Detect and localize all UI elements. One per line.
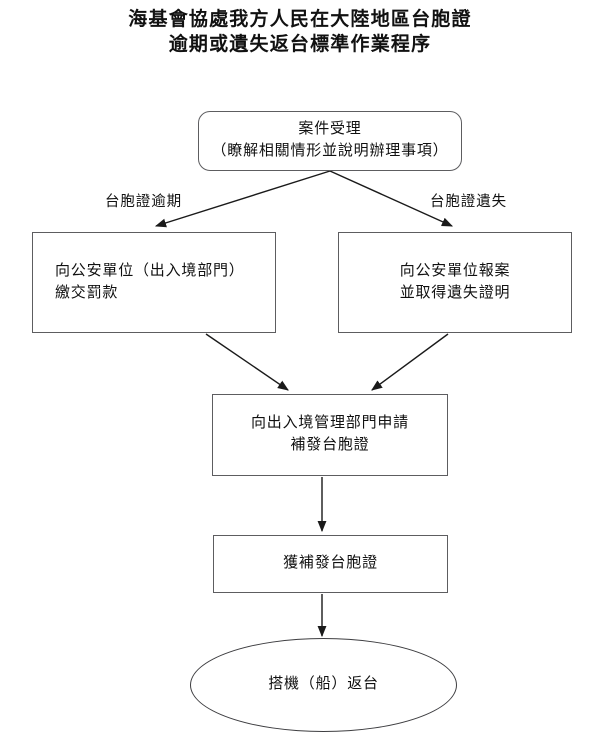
node-apply-reissue-line-1: 向出入境管理部門申請 (250, 415, 409, 432)
page-title: 海基會協處我方人民在大陸地區台胞證 逾期或遺失返台標準作業程序 (0, 8, 600, 57)
node-pay-fine-line-1: 向公安單位（出入境部門） (55, 262, 245, 279)
node-apply-reissue-permit[interactable]: 向出入境管理部門申請 補發台胞證 (212, 394, 448, 476)
node-permit-reissued-line-1: 獲補發台胞證 (283, 555, 378, 572)
edge-label-overdue: 台胞證逾期 (105, 194, 182, 210)
page-title-line-1: 海基會協處我方人民在大陸地區台胞證 (128, 9, 472, 30)
node-case-intake[interactable]: 案件受理 （瞭解相關情形並說明辦理事項） (198, 111, 462, 171)
node-return-to-taiwan-line-1: 搭機（船）返台 (268, 676, 379, 693)
edge-overdue-to-apply (205, 333, 289, 391)
node-pay-fine-line-2: 繳交罰款 (55, 284, 119, 301)
node-return-to-taiwan[interactable]: 搭機（船）返台 (190, 638, 457, 732)
edge-intake-to-overdue (154, 170, 331, 228)
node-case-intake-line-1: 案件受理 (298, 121, 362, 138)
node-case-intake-line-2: （瞭解相關情形並說明辦理事項） (211, 143, 449, 159)
node-report-loss-public-security[interactable]: 向公安單位報案 並取得遺失證明 (338, 232, 572, 333)
node-permit-reissued[interactable]: 獲補發台胞證 (213, 535, 448, 593)
edge-lost-to-apply (371, 333, 449, 391)
page-title-line-2: 逾期或遺失返台標準作業程序 (168, 33, 432, 55)
node-report-loss-line-1: 向公安單位報案 (399, 262, 511, 279)
node-pay-fine-public-security[interactable]: 向公安單位（出入境部門） 繳交罰款 (32, 232, 276, 333)
edge-label-lost: 台胞證遺失 (430, 194, 507, 210)
node-apply-reissue-line-2: 補發台胞證 (290, 437, 370, 453)
node-report-loss-line-2: 並取得遺失證明 (399, 284, 511, 301)
